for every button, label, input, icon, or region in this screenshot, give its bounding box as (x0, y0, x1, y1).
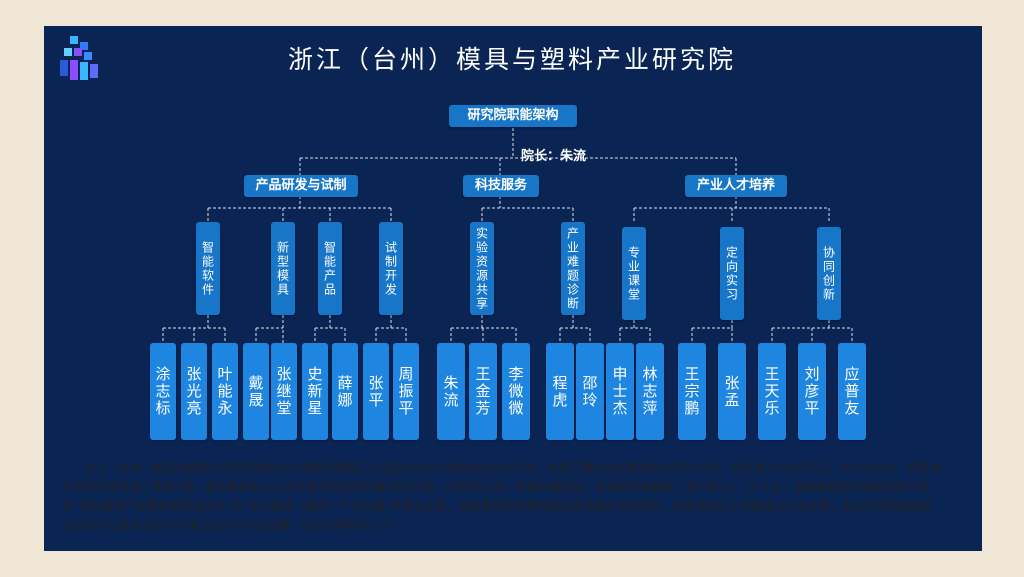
person-box: 王天乐 (758, 343, 786, 440)
person-box: 张孟 (718, 343, 746, 440)
person-box: 戴晟 (243, 343, 269, 440)
person-box: 李微微 (502, 343, 530, 440)
sub-box: 试制开发 (379, 222, 403, 315)
root-box: 研究院职能架构 (449, 105, 577, 127)
person-box: 林志萍 (636, 343, 664, 440)
person-box: 程虎 (546, 343, 574, 440)
dean-label: 院长：朱流 (521, 149, 587, 164)
page-title: 浙江（台州）模具与塑料产业研究院 (287, 45, 736, 74)
person-box: 张继堂 (271, 343, 297, 440)
person-box: 薛娜 (332, 343, 358, 440)
person-box: 涂志标 (150, 343, 176, 440)
sub-box: 协同创新 (817, 227, 841, 320)
sub-box: 实验资源共享 (470, 222, 494, 315)
person-box: 周振平 (393, 343, 419, 440)
person-box: 刘彦平 (798, 343, 826, 440)
description-paragraph: 浙江（台州）模具与塑料产业研究院由台州学院和黄岩区人民政府合作共建的校地合作平台… (62, 462, 942, 532)
person-box: 张光亮 (181, 343, 207, 440)
sub-box: 智能软件 (196, 222, 220, 315)
branch-box: 科技服务 (463, 175, 539, 197)
person-box: 申士杰 (606, 343, 634, 440)
person-box: 邵玲 (576, 343, 604, 440)
branch-box: 产品研发与试制 (244, 175, 358, 197)
person-box: 应普友 (838, 343, 866, 440)
person-box: 叶能永 (212, 343, 238, 440)
sub-box: 产业难题诊断 (561, 222, 585, 315)
branch-box: 产业人才培养 (685, 175, 787, 197)
person-box: 朱流 (437, 343, 465, 440)
sub-box: 新型模具 (271, 222, 295, 315)
sub-box: 专业课堂 (622, 227, 646, 320)
logo-icon (60, 36, 98, 80)
sub-box: 定向实习 (720, 227, 744, 320)
person-box: 王宗鹏 (678, 343, 706, 440)
person-box: 史新星 (302, 343, 328, 440)
person-box: 张平 (363, 343, 389, 440)
person-box: 王金芳 (469, 343, 497, 440)
sub-box: 智能产品 (318, 222, 342, 315)
